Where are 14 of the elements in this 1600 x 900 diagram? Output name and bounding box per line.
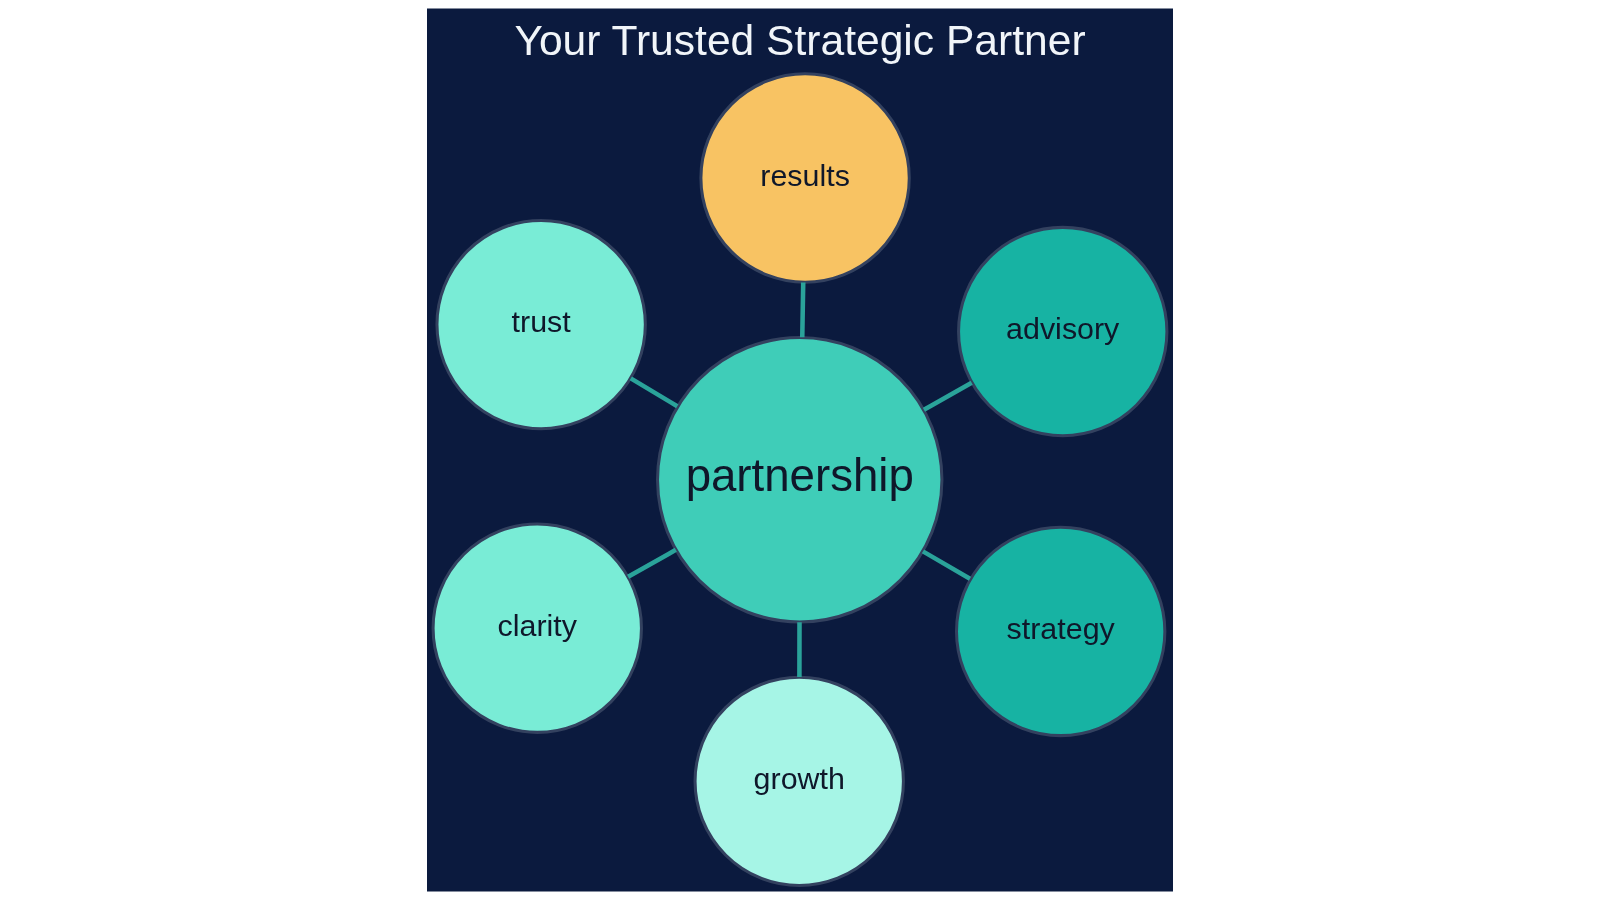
connector bbox=[797, 622, 802, 677]
connector bbox=[627, 547, 677, 579]
node-circle: results bbox=[699, 72, 911, 284]
node-circle: partnership bbox=[656, 336, 944, 624]
connector bbox=[921, 549, 972, 581]
node-circle: strategy bbox=[954, 525, 1167, 738]
connector bbox=[629, 376, 679, 409]
node-circle: growth bbox=[693, 675, 905, 888]
node-circle: advisory bbox=[957, 225, 1169, 438]
node-circle: clarity bbox=[431, 522, 643, 734]
connector bbox=[922, 380, 973, 412]
diagram-title: Your Trusted Strategic Partner bbox=[514, 15, 1086, 64]
node-circle: trust bbox=[435, 218, 647, 431]
connector bbox=[800, 282, 806, 338]
